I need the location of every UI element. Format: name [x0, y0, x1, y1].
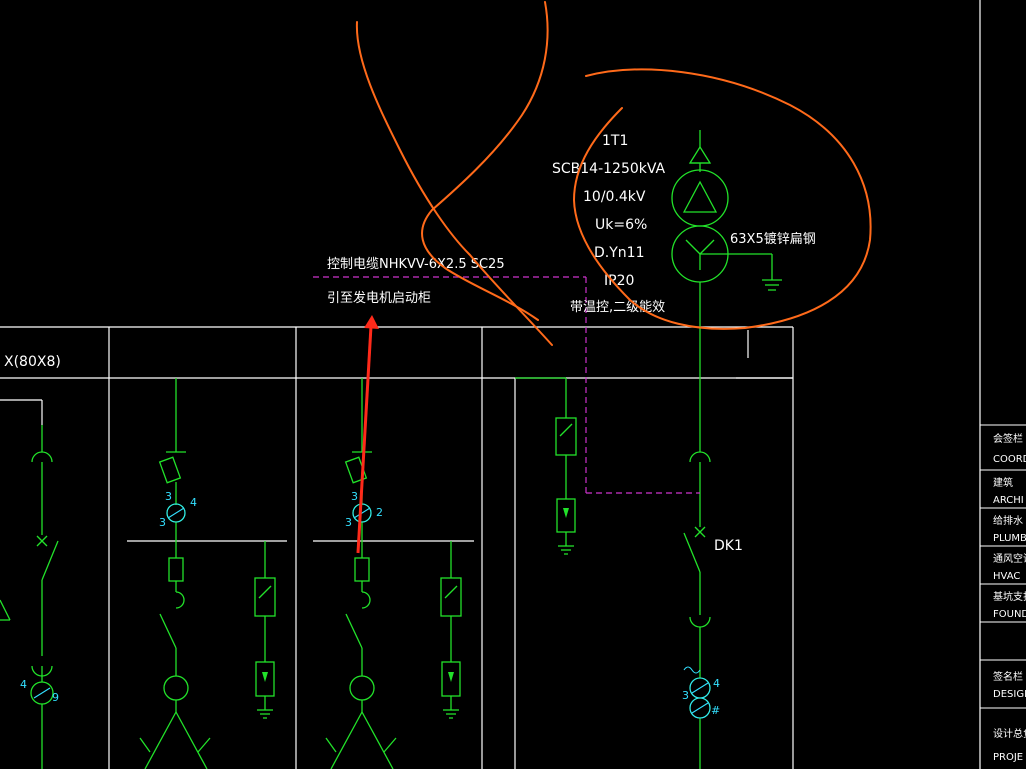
title-block-grid	[980, 424, 1026, 709]
breaker-label: DK1	[714, 538, 743, 554]
arrow-icon	[563, 508, 569, 518]
ct-number-3a: 3	[165, 490, 172, 503]
ct-number-4f: 4	[713, 677, 720, 690]
ct-number-3f: 3	[682, 689, 689, 702]
ct-number-3b: 3	[159, 516, 166, 529]
ct-number-9e: 9	[52, 691, 59, 704]
transformer-ip: IP20	[604, 273, 634, 289]
title-block-en-6: DESIGN	[993, 689, 1026, 700]
transformer-ct-marks	[683, 666, 711, 719]
cable-spec: 控制电缆NHKVV-6X2.5 SC25	[327, 256, 505, 272]
transformer-connection: D.Yn11	[594, 245, 644, 261]
title-block-en-3: HVAC	[993, 571, 1020, 582]
title-block-cn-2: 给排水	[993, 514, 1023, 527]
title-block-cn-7: 设计总负责	[993, 727, 1026, 740]
feeder-1	[0, 425, 59, 769]
title-block-en-0: COORD	[993, 454, 1026, 465]
ct-number-3d: 3	[345, 516, 352, 529]
transformer-branch	[671, 130, 782, 769]
title-block-en-1: ARCHI	[993, 495, 1024, 506]
title-block-en-2: PLUMB	[993, 533, 1026, 544]
aux-branch	[515, 377, 577, 555]
control-cable-route	[313, 276, 700, 494]
title-block-cn-6: 签名栏	[993, 670, 1023, 683]
busbar-label: X(80X8)	[4, 354, 61, 370]
title-block-cn-4: 基坑支护	[993, 590, 1026, 603]
arrow-icon	[262, 672, 268, 682]
transformer-note: 带温控,二级能效	[570, 300, 665, 315]
panel-frame	[0, 0, 981, 769]
ct-number-4e: 4	[20, 678, 27, 691]
ct-number-4a: 4	[190, 496, 197, 509]
title-block-cn-1: 建筑	[993, 476, 1013, 489]
annotation-arrow	[356, 315, 379, 554]
feeder-2-ct-marks	[166, 503, 186, 523]
feeder-2	[139, 378, 276, 769]
cable-destination: 引至发电机启动柜	[327, 290, 431, 306]
feeder-3	[325, 378, 462, 769]
annotation-scribbles	[355, 1, 872, 346]
ct-number-sf: #	[711, 704, 720, 717]
title-block-cn-3: 通风空调	[993, 552, 1026, 565]
ct-number-2c: 2	[376, 506, 383, 519]
grounding-spec: 63X5镀锌扁钢	[730, 231, 816, 247]
transformer-voltage: 10/0.4kV	[583, 189, 646, 205]
transformer-model: SCB14-1250kVA	[552, 161, 666, 177]
title-block-cn-0: 会签栏	[993, 432, 1023, 445]
transformer-uk: Uk=6%	[595, 217, 647, 233]
title-block-en-7: PROJE	[993, 752, 1023, 763]
transformer-id: 1T1	[602, 133, 628, 149]
feeder-1-ct-marks	[33, 687, 51, 699]
arrow-icon	[448, 672, 454, 682]
title-block-en-4: FOUND	[993, 609, 1026, 620]
ct-number-3c: 3	[351, 490, 358, 503]
